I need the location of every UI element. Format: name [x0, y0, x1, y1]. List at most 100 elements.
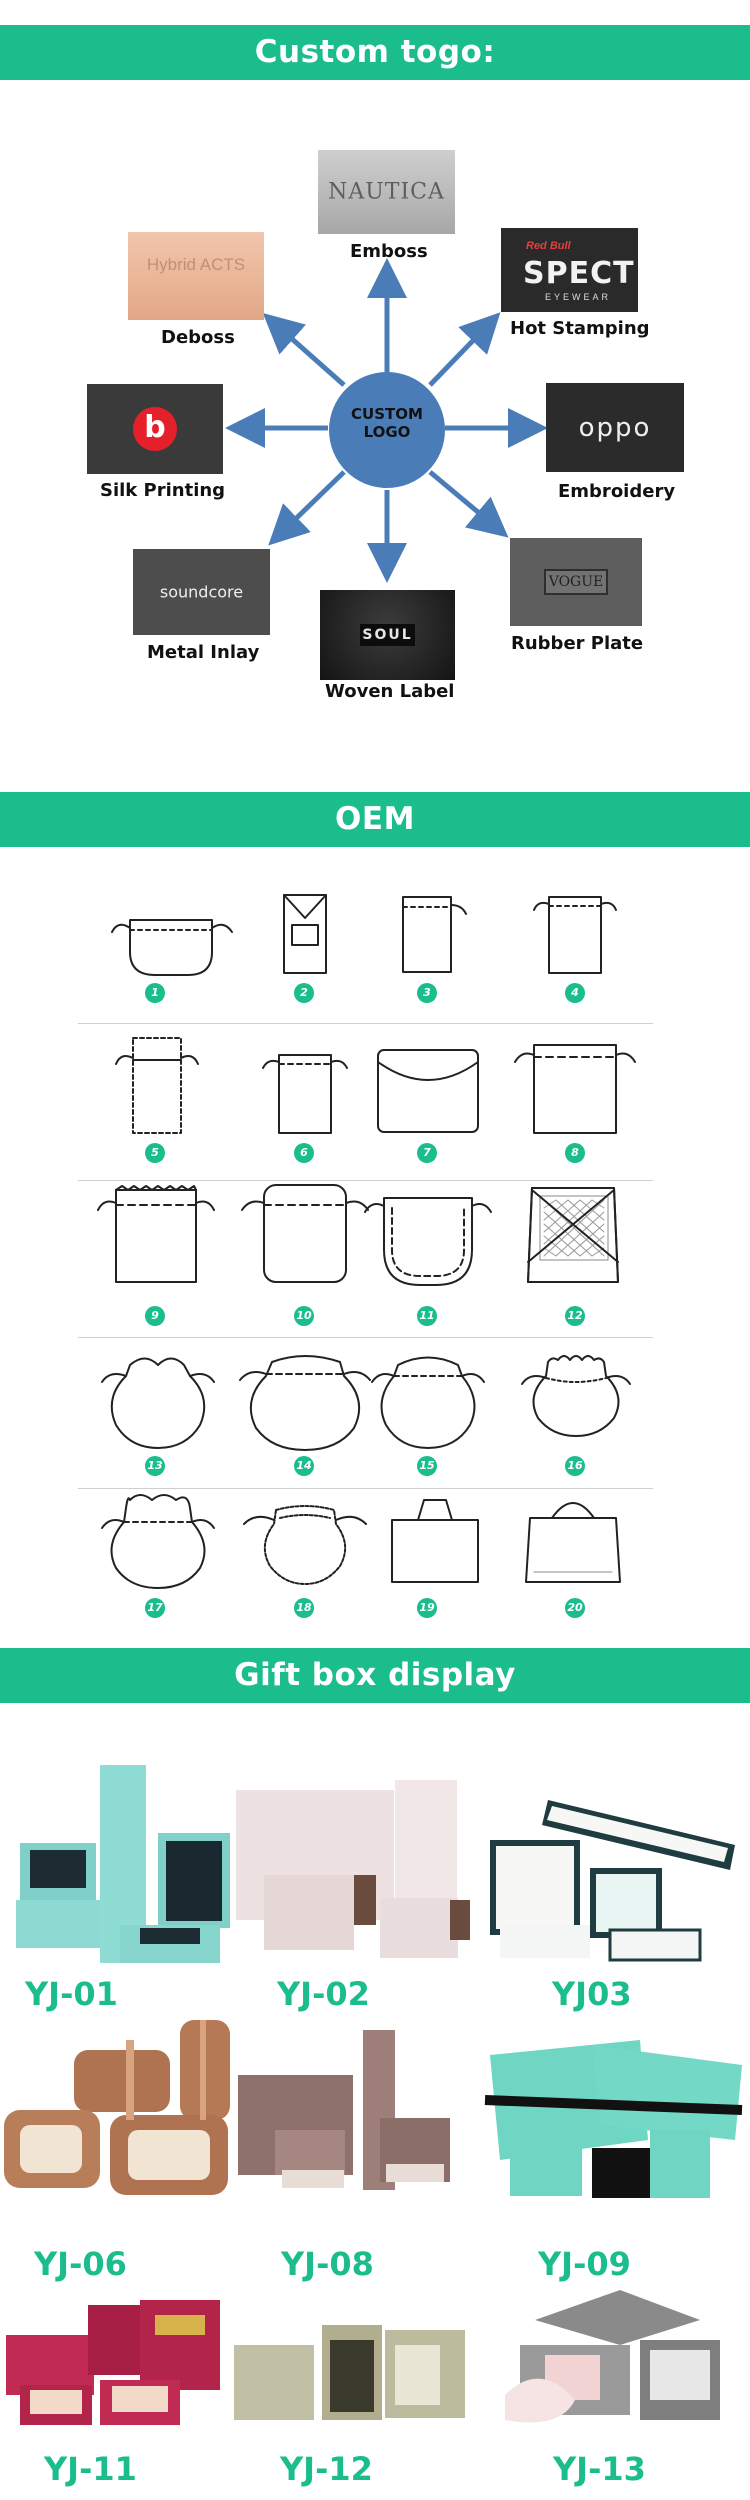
metal-inlay-sample-text: soundcore: [159, 582, 244, 602]
oem-bag-17: [101, 1494, 215, 1589]
gift-box-code-yj-13: YJ-13: [553, 2450, 646, 2488]
oem-bag-15: [371, 1356, 485, 1449]
oem-number-badge: 8: [565, 1143, 585, 1163]
oem-number-badge: 16: [565, 1456, 585, 1476]
gift-box-photo-yj-13: [505, 2290, 720, 2423]
deboss-label: Deboss: [161, 327, 235, 348]
arrow-hot-stamping: [428, 312, 501, 387]
oem-bag-5: [115, 1037, 199, 1134]
custom-logo-line1: CUSTOM: [351, 405, 423, 423]
rubber-plate-sample-text: VOGUE: [548, 574, 604, 590]
gift-box-photo-yj-11: [6, 2300, 220, 2425]
oem-number-badge: 2: [294, 983, 314, 1003]
metal-inlay-sample-image: soundcore: [133, 549, 270, 635]
oem-number-badge: 3: [417, 983, 437, 1003]
gift-box-code-yj03: YJ03: [552, 1975, 632, 2013]
embroidery-sample-text: oppo: [578, 412, 652, 443]
oem-number-badge: 14: [294, 1456, 314, 1476]
oem-bag-14: [239, 1355, 371, 1451]
arrow-metal-inlay: [268, 470, 346, 546]
oem-bag-9: [97, 1185, 215, 1283]
embroidery-sample-image: oppo: [546, 383, 684, 472]
oem-row-divider: [78, 1337, 653, 1338]
oem-number-badge: 12: [565, 1306, 585, 1326]
arrow-deboss: [262, 313, 346, 387]
oem-number-badge: 20: [565, 1598, 585, 1618]
gift-box-code-yj-12: YJ-12: [280, 2450, 373, 2488]
section-banner-gift-box: Gift box display: [0, 1648, 750, 1703]
oem-row-divider: [78, 1023, 653, 1024]
silk-printing-sample-image: b: [87, 384, 223, 474]
emboss-label: Emboss: [350, 241, 428, 262]
woven-label-label: Woven Label: [325, 681, 455, 702]
deboss-sample-image: Hybrid ACTS: [128, 232, 264, 320]
oem-row-divider: [78, 1180, 653, 1181]
oem-number-badge: 11: [417, 1306, 437, 1326]
gift-box-code-yj-08: YJ-08: [281, 2245, 374, 2283]
oem-bag-2: [283, 894, 327, 974]
oem-number-badge: 17: [145, 1598, 165, 1618]
gift-box-code-yj-09: YJ-09: [538, 2245, 631, 2283]
gift-box-photo-yj-08: [238, 2030, 450, 2190]
oem-bag-3: [402, 896, 467, 973]
gift-box-code-yj-11: YJ-11: [44, 2450, 137, 2488]
custom-logo-line2: LOGO: [363, 423, 411, 441]
oem-bag-11: [364, 1197, 492, 1286]
oem-number-badge: 4: [565, 983, 585, 1003]
oem-bag-8: [514, 1044, 636, 1134]
silk-printing-sample-text: b: [144, 410, 166, 445]
oem-number-badge: 10: [294, 1306, 314, 1326]
arrow-rubber-plate: [428, 470, 509, 538]
oem-bag-6: [262, 1054, 348, 1134]
gift-box-code-yj-06: YJ-06: [34, 2245, 127, 2283]
oem-bag-19: [391, 1499, 479, 1583]
hot-stamping-sample-image: Red Bull SPECT EYEWEAR: [501, 228, 638, 312]
gift-box-photo-yj-06: [4, 2020, 230, 2195]
oem-row-divider: [78, 1488, 653, 1489]
gift-box-photo-yj-12: [234, 2325, 465, 2420]
logo-technique-diagram: [225, 258, 548, 583]
oem-number-badge: 19: [417, 1598, 437, 1618]
hot-stamping-sub-text: EYEWEAR: [545, 292, 612, 302]
oem-number-badge: 9: [145, 1306, 165, 1326]
oem-number-badge: 7: [417, 1143, 437, 1163]
gift-box-photo-yj-09: [484, 2040, 743, 2198]
oem-bag-20: [525, 1502, 621, 1583]
oem-bag-1: [111, 919, 233, 976]
rubber-plate-label: Rubber Plate: [511, 633, 644, 654]
oem-number-badge: 6: [294, 1143, 314, 1163]
oem-bag-12: [527, 1187, 619, 1283]
oem-number-badge: 18: [294, 1598, 314, 1618]
woven-label-sample-image: SOUL: [320, 590, 455, 680]
section-banner-custom-logo: Custom togo:: [0, 25, 750, 80]
custom-logo-circle: [329, 372, 445, 488]
hot-stamping-main-text: SPECT: [523, 256, 635, 291]
gift-box-photo-yj-01: [16, 1765, 230, 1963]
metal-inlay-label: Metal Inlay: [147, 642, 260, 663]
gift-box-code-yj-01: YJ-01: [25, 1975, 118, 2013]
hot-stamping-label: Hot Stamping: [510, 318, 650, 339]
silk-printing-label: Silk Printing: [100, 480, 226, 501]
deboss-sample-text: Hybrid ACTS: [146, 255, 246, 275]
oem-bag-drawings: [97, 894, 636, 1589]
rubber-plate-sample-image: VOGUE: [510, 538, 642, 626]
emboss-sample-text: NAUTICA: [328, 179, 445, 205]
hot-stamping-brand-text: Red Bull: [526, 240, 571, 252]
gift-box-photo-yj-02: [236, 1780, 470, 1958]
oem-number-badge: 15: [417, 1456, 437, 1476]
embroidery-label: Embroidery: [558, 481, 676, 502]
oem-bag-4: [533, 896, 617, 974]
custom-logo-text: CUSTOM LOGO: [329, 405, 445, 441]
emboss-sample-image: NAUTICA: [318, 150, 455, 234]
oem-bag-13: [101, 1357, 215, 1449]
oem-number-badge: 5: [145, 1143, 165, 1163]
oem-number-badge: 1: [145, 983, 165, 1003]
oem-bag-7: [377, 1049, 479, 1133]
woven-label-sample-text: SOUL: [360, 624, 415, 646]
gift-box-photo-yj03: [490, 1800, 735, 1962]
oem-number-badge: 13: [145, 1456, 165, 1476]
gift-box-code-yj-02: YJ-02: [277, 1975, 370, 2013]
section-banner-oem: OEM: [0, 792, 750, 847]
oem-bag-16: [521, 1355, 631, 1437]
